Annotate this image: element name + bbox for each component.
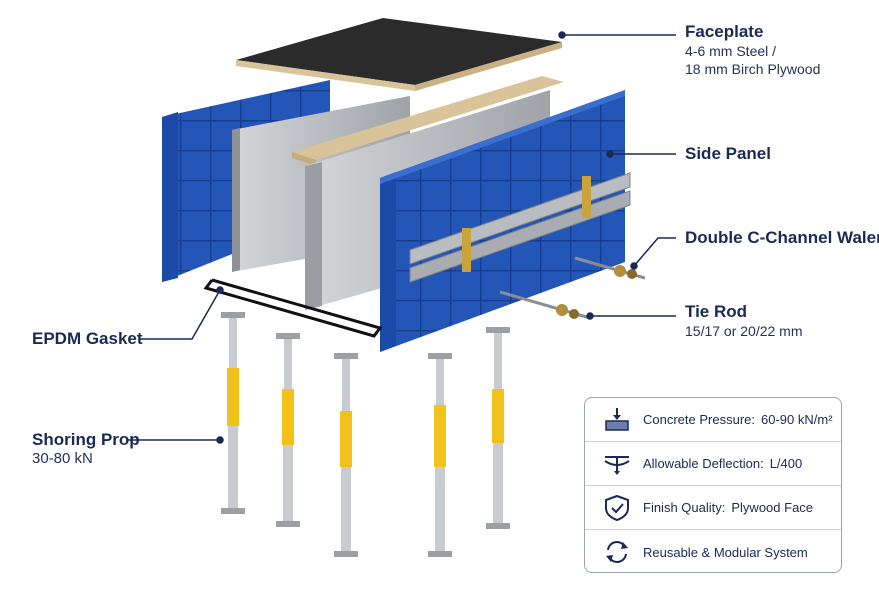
- callout-shoring-line-1: 30-80 kN: [32, 450, 93, 467]
- concrete-pressure-icon: [599, 405, 635, 435]
- epdm-gasket: [203, 278, 383, 338]
- deflection-icon: [599, 449, 635, 479]
- spec-row-finish-quality: Finish Quality: Plywood Face: [585, 486, 841, 530]
- leader-waler-dot: [630, 262, 638, 270]
- callout-tie-rod-title: Tie Rod: [685, 302, 748, 321]
- callout-faceplate: Faceplate 4-6 mm Steel / 18 mm Birch Ply…: [685, 22, 820, 78]
- spec-panel: Concrete Pressure: 60-90 kN/m² Allowable …: [584, 397, 842, 573]
- callout-faceplate-line-1: 4-6 mm Steel /: [685, 43, 777, 59]
- spec-label-concrete-pressure: Concrete Pressure:: [643, 412, 755, 427]
- leader-gasket-dot: [216, 286, 224, 294]
- callout-gasket-title: EPDM Gasket: [32, 329, 143, 348]
- tie-rod: [499, 256, 646, 320]
- callout-side-panel-title: Side Panel: [685, 144, 771, 163]
- leader-side-panel-dot: [606, 150, 614, 158]
- spec-label-reusable: Reusable & Modular System: [643, 544, 808, 560]
- waler: [409, 172, 631, 283]
- callout-faceplate-line-2: 18 mm Birch Plywood: [685, 61, 821, 77]
- spec-value-concrete-pressure: 60-90 kN/m²: [761, 412, 833, 427]
- leader-faceplate-dot: [558, 31, 566, 39]
- callout-faceplate-title: Faceplate: [685, 22, 764, 41]
- callout-side-panel: Side Panel: [685, 144, 771, 164]
- callout-shoring: Shoring Prop 30-80 kN: [32, 430, 140, 468]
- callout-gasket: EPDM Gasket: [32, 329, 143, 349]
- shoring-prop: [276, 333, 300, 527]
- spec-row-deflection: Allowable Deflection: L/400: [585, 442, 841, 486]
- reuse-arrows-icon: [599, 537, 635, 567]
- leader-gasket: [140, 289, 221, 340]
- callout-tie-rod-line-1: 15/17 or 20/22 mm: [685, 323, 803, 339]
- callout-shoring-title: Shoring Prop: [32, 430, 140, 449]
- shoring-prop: [334, 353, 358, 557]
- shoring-props: [221, 312, 510, 557]
- spec-label-finish-quality: Finish Quality:: [643, 500, 726, 515]
- leader-lines: [128, 31, 676, 444]
- spec-row-reusable: Reusable & Modular System: [585, 530, 841, 574]
- shoring-prop: [486, 327, 510, 529]
- leader-tie-rod-dot: [586, 312, 594, 320]
- callout-tie-rod: Tie Rod 15/17 or 20/22 mm: [685, 302, 803, 340]
- faceplate: [236, 18, 562, 91]
- leader-shoring-dot: [216, 436, 224, 444]
- callout-waler: Double C-Channel Waler: [685, 228, 879, 248]
- shoring-prop: [221, 312, 245, 514]
- callout-waler-title: Double C-Channel Waler: [685, 228, 879, 247]
- shield-check-icon: [599, 493, 635, 523]
- spec-value-deflection: L/400: [769, 456, 803, 471]
- spec-value-finish-quality: Plywood Face: [731, 500, 814, 515]
- spec-label-deflection: Allowable Deflection:: [643, 456, 764, 471]
- shoring-prop: [428, 353, 452, 557]
- spec-row-concrete-pressure: Concrete Pressure: 60-90 kN/m²: [585, 398, 841, 442]
- leader-waler: [633, 237, 676, 267]
